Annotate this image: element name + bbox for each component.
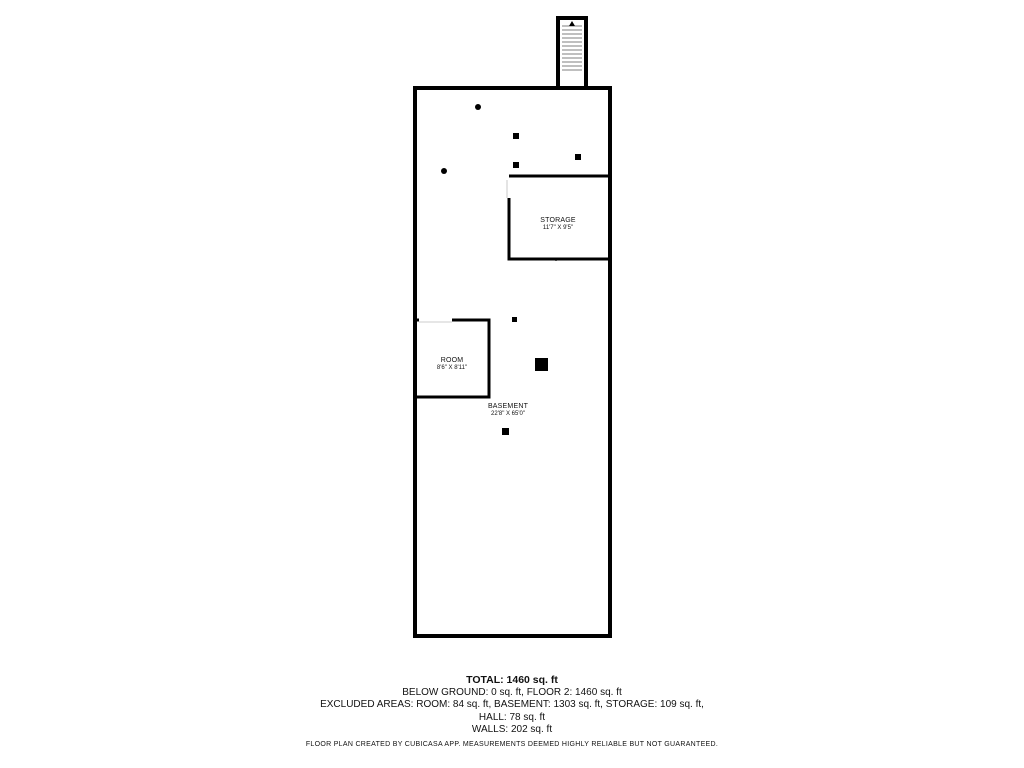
square-column <box>513 162 519 168</box>
total-area: TOTAL: 1460 sq. ft <box>466 674 558 686</box>
storage-name: STORAGE <box>540 217 576 224</box>
up-arrow-icon <box>569 21 575 26</box>
excluded-areas: EXCLUDED AREAS: ROOM: 84 sq. ft, BASEMEN… <box>320 699 704 710</box>
square-column <box>512 317 517 322</box>
large-column <box>535 358 548 371</box>
stairwell-wall <box>556 16 588 90</box>
wall-ticks <box>413 86 612 638</box>
square-column <box>575 154 581 160</box>
stair-treads <box>562 25 582 71</box>
basement-dimensions: 22'8" X 65'0" <box>491 411 525 417</box>
walls-area: WALLS: 202 sq. ft <box>471 724 553 735</box>
storage-wall <box>507 174 610 261</box>
columns <box>441 104 581 435</box>
square-column <box>513 133 519 139</box>
round-column <box>475 104 481 110</box>
round-column <box>441 168 447 174</box>
hall-area: HALL: 78 sq. ft <box>478 711 546 723</box>
storage-dimensions: 11'7" X 9'5" <box>543 225 573 231</box>
outer-wall <box>413 86 612 638</box>
square-column <box>502 428 509 435</box>
disclaimer: FLOOR PLAN CREATED BY CUBICASA APP. MEAS… <box>305 741 719 748</box>
stairwell <box>556 16 588 90</box>
basement-name: BASEMENT <box>488 403 529 410</box>
room-name: ROOM <box>441 357 464 364</box>
floor-plan: STORAGE 11'7" X 9'5" ROOM 8'6" X 8'11" B… <box>413 16 612 638</box>
area-summary: TOTAL: 1460 sq. ft BELOW GROUND: 0 sq. f… <box>0 674 1024 737</box>
room-dimensions: 8'6" X 8'11" <box>437 365 467 371</box>
floor-areas: BELOW GROUND: 0 sq. ft, FLOOR 2: 1460 sq… <box>402 686 622 698</box>
